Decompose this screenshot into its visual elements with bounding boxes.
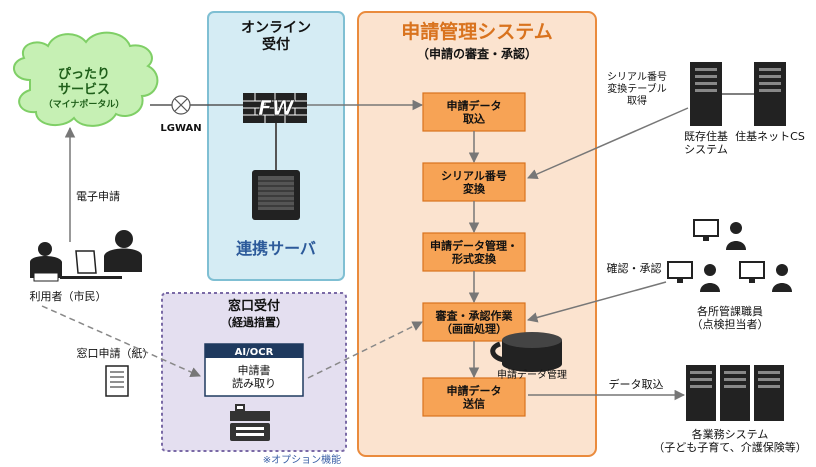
linkage-server-label: 連携サーバ (236, 239, 316, 258)
cs-server-icon (754, 62, 786, 126)
system-subtitle: （申請の審査・承認） (417, 46, 537, 61)
step-label-4: 審査・承認作業（画面処理） (435, 309, 514, 336)
firewall-icon (243, 93, 307, 123)
conversion-table-label: シリアル番号変換テーブル取得 (607, 71, 667, 107)
cs-label: 住基ネットCS (735, 129, 805, 143)
staff-action-label: 確認・承認 (607, 261, 662, 275)
counter-subtitle: （経過措置） (221, 315, 287, 329)
step-box-5 (422, 377, 526, 417)
system-title: 申請管理システム (401, 20, 552, 43)
online-reception-title: オンライン受付 (241, 20, 311, 53)
step-box-2 (422, 162, 526, 202)
linkage-server-icon (252, 170, 300, 220)
option-note: ※オプション機能 (263, 453, 341, 466)
user-label: 利用者（市民） (30, 289, 107, 303)
e-application-label: 電子申請 (76, 189, 120, 203)
step-label-1: 申請データ取込 (447, 99, 502, 126)
step-label-2: シリアル番号変換 (441, 169, 507, 196)
database-label: 申請データ管理 (497, 368, 567, 381)
ai-ocr-body-label: 申請書読み取り (232, 363, 276, 390)
user-icon (30, 230, 142, 282)
cloud-service-name: ぴったりサービス (58, 67, 110, 98)
business-label: 各業務システム（子ども子育て、介護保険等） (653, 427, 806, 454)
existing-system-server-icon (690, 62, 722, 126)
process-steps: 申請データ取込シリアル番号変換申請データ管理・形式変換審査・承認作業（画面処理）… (422, 92, 526, 417)
ai-ocr-header-label: AI/OCR (235, 347, 274, 358)
ai-ocr-header (205, 344, 303, 358)
staff-icon (667, 219, 792, 292)
cloud-service-sub: （マイナポータル） (44, 98, 125, 110)
firewall-label: FW (258, 96, 295, 120)
step-box-1 (422, 92, 526, 132)
database-icon (490, 332, 562, 372)
step-label-5: 申請データ送信 (447, 384, 502, 411)
scanner-icon (230, 404, 270, 441)
business-action-label: データ取込 (609, 377, 664, 391)
paper-form-icon (105, 365, 129, 397)
staff-label: 各所管課職員（点検担当者） (692, 304, 769, 331)
existing-system-label: 既存住基システム (684, 129, 728, 156)
business-server-icon (686, 365, 784, 421)
step-label-3: 申請データ管理・形式変換 (430, 239, 518, 266)
cloud-shape (13, 31, 159, 127)
step-box-3 (422, 232, 526, 272)
counter-title: 窓口受付 (228, 298, 280, 314)
step-box-4 (422, 302, 526, 342)
paper-application-label: 窓口申請（紙） (77, 346, 154, 360)
lgwan-label: LGWAN (160, 123, 201, 134)
